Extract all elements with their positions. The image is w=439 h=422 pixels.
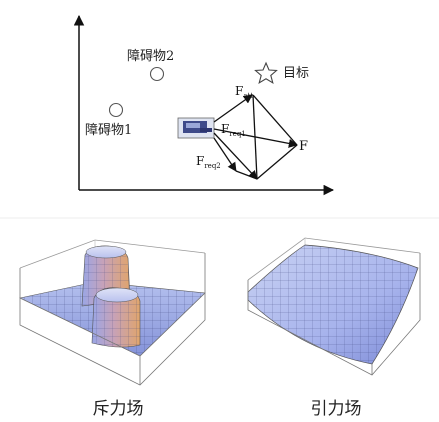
attractive-field-caption: 引力场 (310, 399, 362, 419)
axes (73, 14, 335, 196)
obstacle-1-circle-icon (108, 102, 124, 118)
f-att-label: Fatt (235, 84, 253, 100)
attractive-field-plot (247, 237, 421, 376)
f-rep2-label: Freq2 (196, 154, 221, 170)
repulsive-field-caption: 斥力场 (92, 399, 144, 419)
parallelogram-edge-a (252, 94, 298, 146)
repulsive-force-1-arrow (213, 132, 258, 180)
attractive-force-arrow (213, 94, 253, 123)
robot-vehicle-icon (177, 117, 215, 139)
resultant-force-label: F (299, 139, 308, 154)
parallelogram-edge-b (256, 144, 298, 180)
parallelogram-edge-c (252, 94, 258, 180)
obstacle-2-circle-icon (149, 66, 165, 82)
parallelogram-edge-d (235, 170, 258, 180)
obstacle-1-label: 障碍物1 (85, 123, 132, 138)
goal-star-icon (254, 61, 278, 84)
f-rep1-label: Freq1 (221, 122, 246, 138)
force-vectors (213, 94, 298, 180)
obstacle-2-label: 障碍物2 (127, 49, 174, 64)
repulsive-field-plot (19, 239, 206, 386)
goal-label: 目标 (283, 66, 309, 81)
repulsive-force-2-arrow (213, 137, 237, 172)
